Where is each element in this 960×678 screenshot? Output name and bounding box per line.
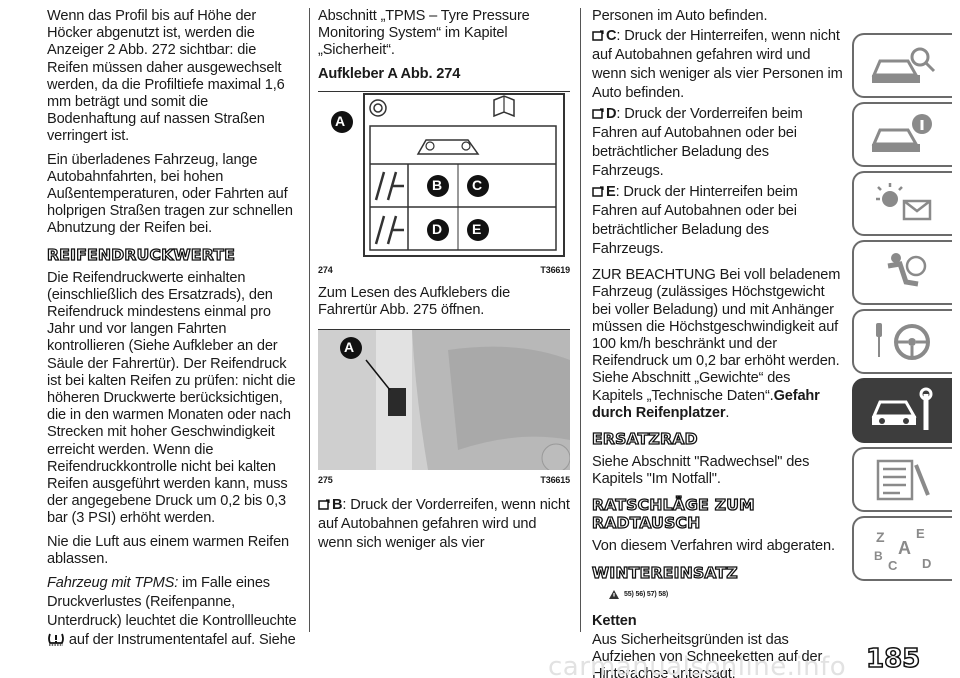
warning-triangle-icon: [609, 589, 619, 599]
note-end: .: [725, 404, 730, 421]
column-3: Personen im Auto befinden. C: Druck der …: [591, 8, 844, 678]
svg-text:E: E: [916, 526, 925, 541]
column-2: Abschnitt „TPMS – Tyre Pressure Monitori…: [318, 8, 571, 559]
item-c-letter: C: [606, 28, 617, 45]
paragraph-ratschlaege: Von diesem Verfahren wird abgeraten.: [592, 538, 835, 555]
figure-275: A 275 T36615: [318, 329, 571, 489]
subheading-aufkleber: Aufkleber A Abb. 274: [318, 65, 461, 82]
heading-reifendruckwerte: REIFENDRUCKWERTE: [46, 245, 236, 264]
figure-275-number: 275: [318, 475, 333, 486]
label-b: B: [432, 176, 442, 193]
svg-text:Z: Z: [876, 529, 885, 545]
heading-ratschlaege: RATSCHLÄGE ZUM RADTAUSCH: [591, 496, 755, 533]
tab-safety[interactable]: [852, 240, 952, 305]
heading-wintereinsatz: WINTEREINSATZ: [591, 563, 738, 582]
label-a-door: A: [344, 339, 354, 356]
paragraph-pressure-values: Die Reifendruckwerte einhalten (einschli…: [47, 269, 296, 527]
label-d: D: [432, 220, 442, 237]
figure-275-image: A: [318, 330, 571, 473]
watermark: carmanualsonline.info: [548, 652, 847, 678]
note-text: ZUR BEACHTUNG Bei voll beladenem Fahrzeu…: [592, 267, 841, 404]
paragraph-warm-tyre: Nie die Luft aus einem warmen Reifen abl…: [47, 533, 290, 567]
chapter-tabs: Z E A B C D: [852, 33, 952, 585]
tab-emergency[interactable]: [852, 378, 952, 443]
label-c: C: [472, 176, 482, 193]
paragraph-tpms: Fahrzeug mit TPMS: im Falle eines Druckv…: [47, 574, 299, 650]
page-number: 185: [865, 643, 921, 675]
paragraph-ersatzrad: Siehe Abschnitt "Radwechsel" des Kapitel…: [592, 454, 810, 488]
tab-warning-lights[interactable]: [852, 171, 952, 236]
paragraph-overloading: Ein überladenes Fahrzeug, lange Autobahn…: [47, 151, 293, 237]
paragraph-ketten: Aus Sicherheitsgründen ist das Aufziehen…: [592, 632, 823, 678]
figure-274: A B C D E 274 T36619: [318, 90, 570, 279]
warning-numbers: 55) 56) 57) 58): [624, 590, 669, 598]
item-b: B: Druck der Vorderreifen, wenn nicht au…: [318, 496, 570, 553]
bullet-icon: [318, 499, 330, 510]
tab-technical-data[interactable]: Z E A B C D: [852, 516, 952, 581]
item-c: C: Druck der Hinterreifen, wenn nicht au…: [592, 27, 844, 103]
heading-ersatzrad: ERSATZRAD: [591, 429, 698, 449]
tpms-label: Fahrzeug mit TPMS:: [47, 575, 179, 592]
paragraph-note: ZUR BEACHTUNG Bei voll beladenem Fahrzeu…: [592, 267, 844, 422]
alphabet-index-icon: Z E A B C D: [874, 526, 931, 573]
tab-vehicle-knowledge[interactable]: [852, 33, 952, 98]
car-info-icon: [871, 113, 932, 152]
item-d-letter: D: [606, 106, 617, 123]
item-e: E: Druck der Hinterreifen beim Fahren au…: [592, 183, 844, 259]
car-wrench-icon: [871, 387, 933, 430]
item-b-text: : Druck der Vorderreifen, wenn nicht auf…: [318, 496, 570, 551]
item-d: D: Druck der Vorderreifen beim Fahren au…: [592, 105, 844, 181]
key-steering-wheel-icon: [876, 322, 930, 360]
label-e: E: [472, 220, 482, 237]
figure-275-code: T36615: [540, 475, 570, 486]
bullet-icon: [592, 30, 604, 41]
item-c-text: : Druck der Hinterreifen, wenn nicht auf…: [592, 28, 843, 102]
tpms-text-end: auf der Instrumententafel auf. Siehe: [65, 632, 296, 649]
svg-text:A: A: [898, 538, 911, 558]
figure-274-code: T36619: [540, 264, 570, 275]
paragraph-tread-wear: Wenn das Profil bis auf Höhe der Höcker …: [47, 8, 285, 145]
subheading-ketten: Ketten: [592, 612, 637, 629]
tab-vehicle-info[interactable]: [852, 102, 952, 167]
note-bold: Gefahr durch Reifenplatzer: [592, 387, 820, 421]
label-a: A: [335, 112, 345, 129]
airbag-seat-icon: [887, 252, 927, 286]
tyre-pressure-warning-icon: [47, 632, 65, 646]
column-1: Wenn das Profil bis auf Höhe der Höcker …: [46, 8, 299, 656]
svg-text:B: B: [874, 549, 883, 563]
car-magnifier-icon: [871, 47, 936, 83]
svg-text:D: D: [922, 556, 931, 571]
item-e-letter: E: [606, 184, 616, 201]
warning-lights-icon: [876, 182, 932, 220]
tpms-text: im Falle eines Druckverlustes (Reifenpan…: [47, 575, 297, 630]
item-e-text: : Druck der Hinterreifen beim Fahren auf…: [592, 184, 798, 258]
tab-servicing[interactable]: [852, 447, 952, 512]
column-divider: [309, 8, 310, 632]
paragraph-tpms-reference: Abschnitt „TPMS – Tyre Pressure Monitori…: [318, 8, 530, 59]
svg-text:C: C: [888, 558, 898, 573]
bullet-icon: [592, 186, 604, 197]
item-b-letter: B: [332, 496, 343, 513]
column-divider: [580, 8, 581, 632]
warning-references: 55) 56) 57) 58): [608, 586, 844, 603]
item-d-text: : Druck der Vorderreifen beim Fahren auf…: [592, 106, 803, 180]
figure-274-number: 274: [318, 264, 333, 275]
checklist-wrench-icon: [876, 459, 930, 500]
tab-starting-driving[interactable]: [852, 309, 952, 374]
paragraph-open-door: Zum Lesen des Aufklebers die Fahrertür A…: [318, 285, 511, 319]
paragraph-continued: Personen im Auto befinden.: [592, 8, 768, 24]
figure-274-image: A B C D E: [318, 92, 570, 260]
bullet-icon: [592, 108, 604, 119]
